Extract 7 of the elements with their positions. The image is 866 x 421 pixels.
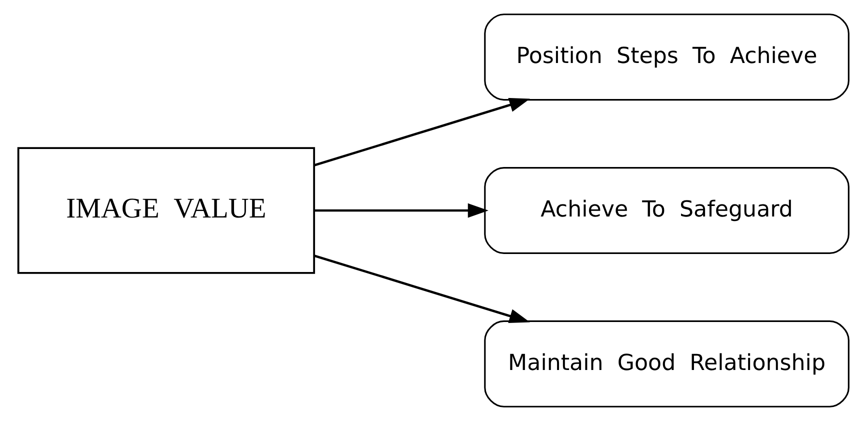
node-box: Achieve To Safeguard xyxy=(484,167,849,254)
arrow xyxy=(314,98,530,166)
node-box: Maintain Good Relationship xyxy=(484,320,849,408)
arrow xyxy=(314,203,488,218)
arrow xyxy=(314,254,530,324)
node-box: Position Steps To Achieve xyxy=(484,14,849,101)
node-box: IMAGE VALUE xyxy=(16,147,315,274)
